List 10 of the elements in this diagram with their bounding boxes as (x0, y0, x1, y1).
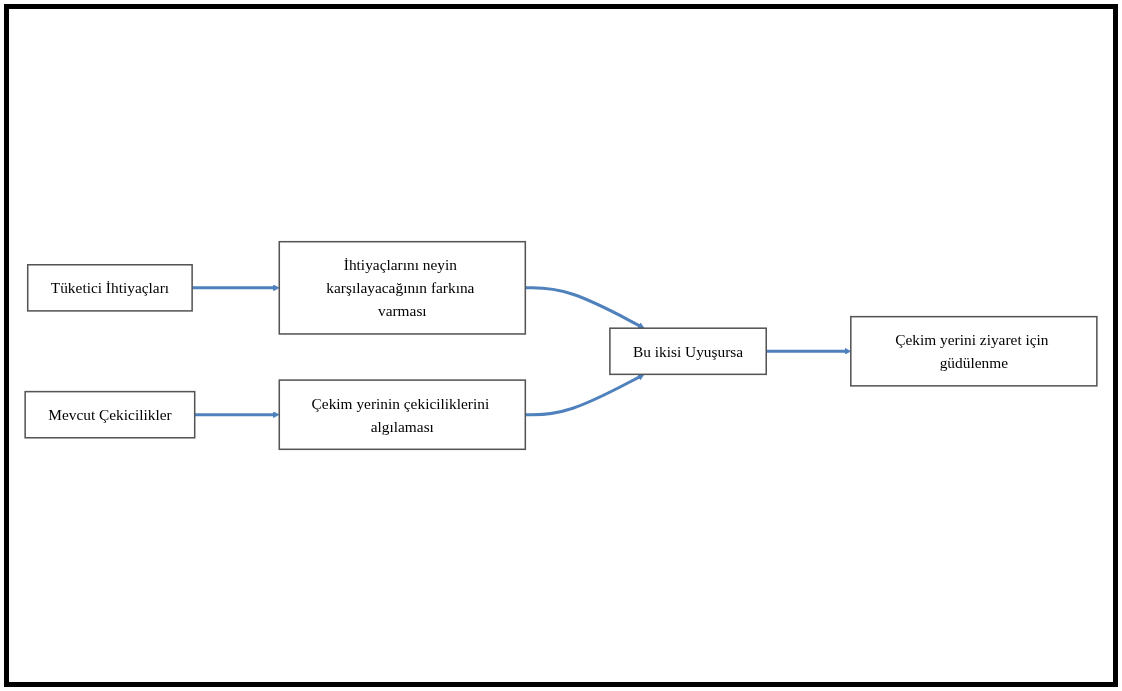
node-box: Tüketici İhtiyaçları (26, 264, 193, 312)
node-box: Mevcut Çekicilikler (24, 390, 196, 439)
arrow (525, 286, 645, 329)
node-box: İhtiyaçlarını neyin karşılayacağının farkına varması (278, 240, 527, 335)
arrow (192, 284, 280, 292)
arrow (194, 411, 280, 419)
node-box: Çekim yerinin çekiciliklerini algılaması (278, 379, 527, 451)
arrow (525, 374, 645, 417)
node-box: Çekim yerini ziyaret için güdülenme (850, 315, 1098, 387)
node-box: Bu ikisi Uyuşursa (609, 327, 767, 376)
